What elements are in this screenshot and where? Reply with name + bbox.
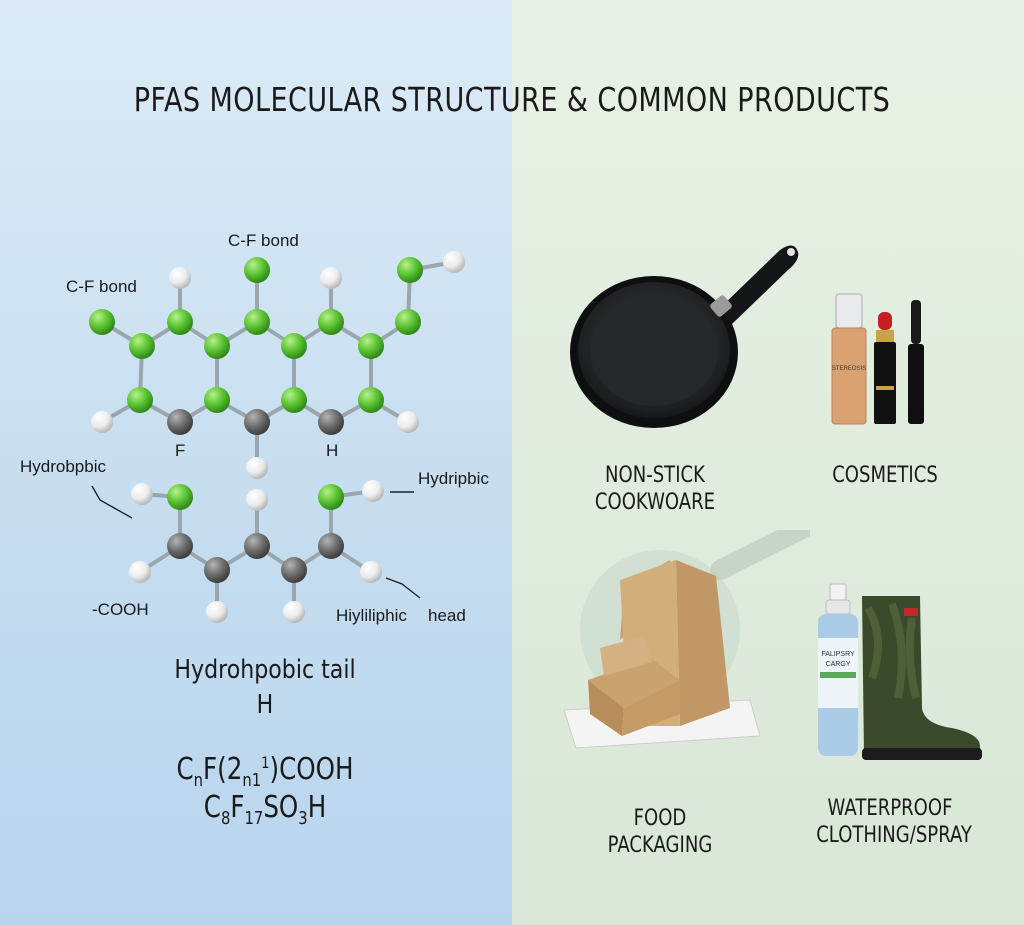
- carbon-atoms: [167, 409, 344, 583]
- hydrogen-atom: [129, 561, 151, 583]
- carbon-atom: [244, 533, 270, 559]
- fluorine-atom: [397, 257, 423, 283]
- hydrophilic-label: Hydripbic: [418, 469, 489, 488]
- hydrogen-atoms: [91, 251, 465, 623]
- fluorine-atom: [281, 333, 307, 359]
- hydrogen-atom: [169, 267, 191, 289]
- carbon-atom: [281, 557, 307, 583]
- hydrogen-atom: [206, 601, 228, 623]
- fluorine-atom: [318, 484, 344, 510]
- fluorine-atom: [244, 257, 270, 283]
- leader-lines: [91, 485, 421, 599]
- hydrogen-atom: [320, 267, 342, 289]
- foundation-label: STEREOSIS: [832, 366, 866, 372]
- hydrogen-atom: [397, 411, 419, 433]
- hydrogen-atom: [360, 561, 382, 583]
- carbon-atom: [318, 409, 344, 435]
- hydrophilic-bottom-label: Hiyliliphic: [336, 606, 407, 625]
- fluorine-atom: [318, 309, 344, 335]
- fluorine-atom: [89, 309, 115, 335]
- fluorine-atom: [395, 309, 421, 335]
- fluorine-atom: [127, 387, 153, 413]
- fluorine-atom: [358, 333, 384, 359]
- formula-line-2: C8F17SO3H: [203, 790, 327, 829]
- spray-label-1: FALIPSRY: [821, 651, 855, 658]
- carbon-atom: [244, 409, 270, 435]
- page-title: PFAS MOLECULAR STRUCTURE & COMMON PRODUC…: [133, 80, 891, 119]
- product-label-cosmetics: COSMETICS: [832, 463, 938, 488]
- fluorine-atom: [244, 309, 270, 335]
- fluorine-atoms: [89, 257, 423, 510]
- hydrogen-atom: [246, 489, 268, 511]
- carbon-atom: [167, 533, 193, 559]
- fluorine-atom: [129, 333, 155, 359]
- hydrogen-atom: [246, 457, 268, 479]
- fluorine-atom: [167, 484, 193, 510]
- molecule-diagram: C-F bond C-F bond F H Hydrobpbic Hydripb…: [20, 231, 489, 625]
- hydrophobic-label: Hydrobpbic: [20, 457, 106, 476]
- fluorine-atom: [358, 387, 384, 413]
- product-label-packaging: FOOD PACKAGING: [607, 806, 713, 858]
- hydrogen-label: H: [326, 441, 338, 460]
- tail-sub-label: H: [256, 690, 274, 720]
- fluorine-atom: [204, 387, 230, 413]
- frying-pan-icon: [570, 245, 799, 428]
- formula-line-1: CnF(2n11)COOH: [176, 752, 354, 791]
- carboxyl-label: -COOH: [92, 600, 149, 619]
- hydrogen-atom: [131, 483, 153, 505]
- carbon-atom: [204, 557, 230, 583]
- carbon-atom: [318, 533, 344, 559]
- head-label: head: [428, 606, 466, 625]
- fluorine-atom: [281, 387, 307, 413]
- hydrogen-atom: [283, 601, 305, 623]
- cf-bond-label-top: C-F bond: [228, 231, 299, 250]
- waterproof-boot-spray-icon: FALIPSRY CARGY: [818, 583, 982, 760]
- tail-label: Hydrohpobic tail: [174, 655, 356, 685]
- cf-bond-label-left: C-F bond: [66, 277, 137, 296]
- food-packaging-icon: [563, 530, 810, 749]
- spray-label-2: CARGY: [826, 661, 851, 668]
- right-panel: [512, 0, 1024, 925]
- fluorine-atom: [167, 309, 193, 335]
- carbon-atom: [167, 409, 193, 435]
- fluorine-label: F: [175, 441, 185, 460]
- hydrogen-atom: [91, 411, 113, 433]
- hydrogen-atom: [362, 480, 384, 502]
- hydrogen-atom: [443, 251, 465, 273]
- cosmetics-icon: STEREOSIS: [831, 293, 924, 425]
- fluorine-atom: [204, 333, 230, 359]
